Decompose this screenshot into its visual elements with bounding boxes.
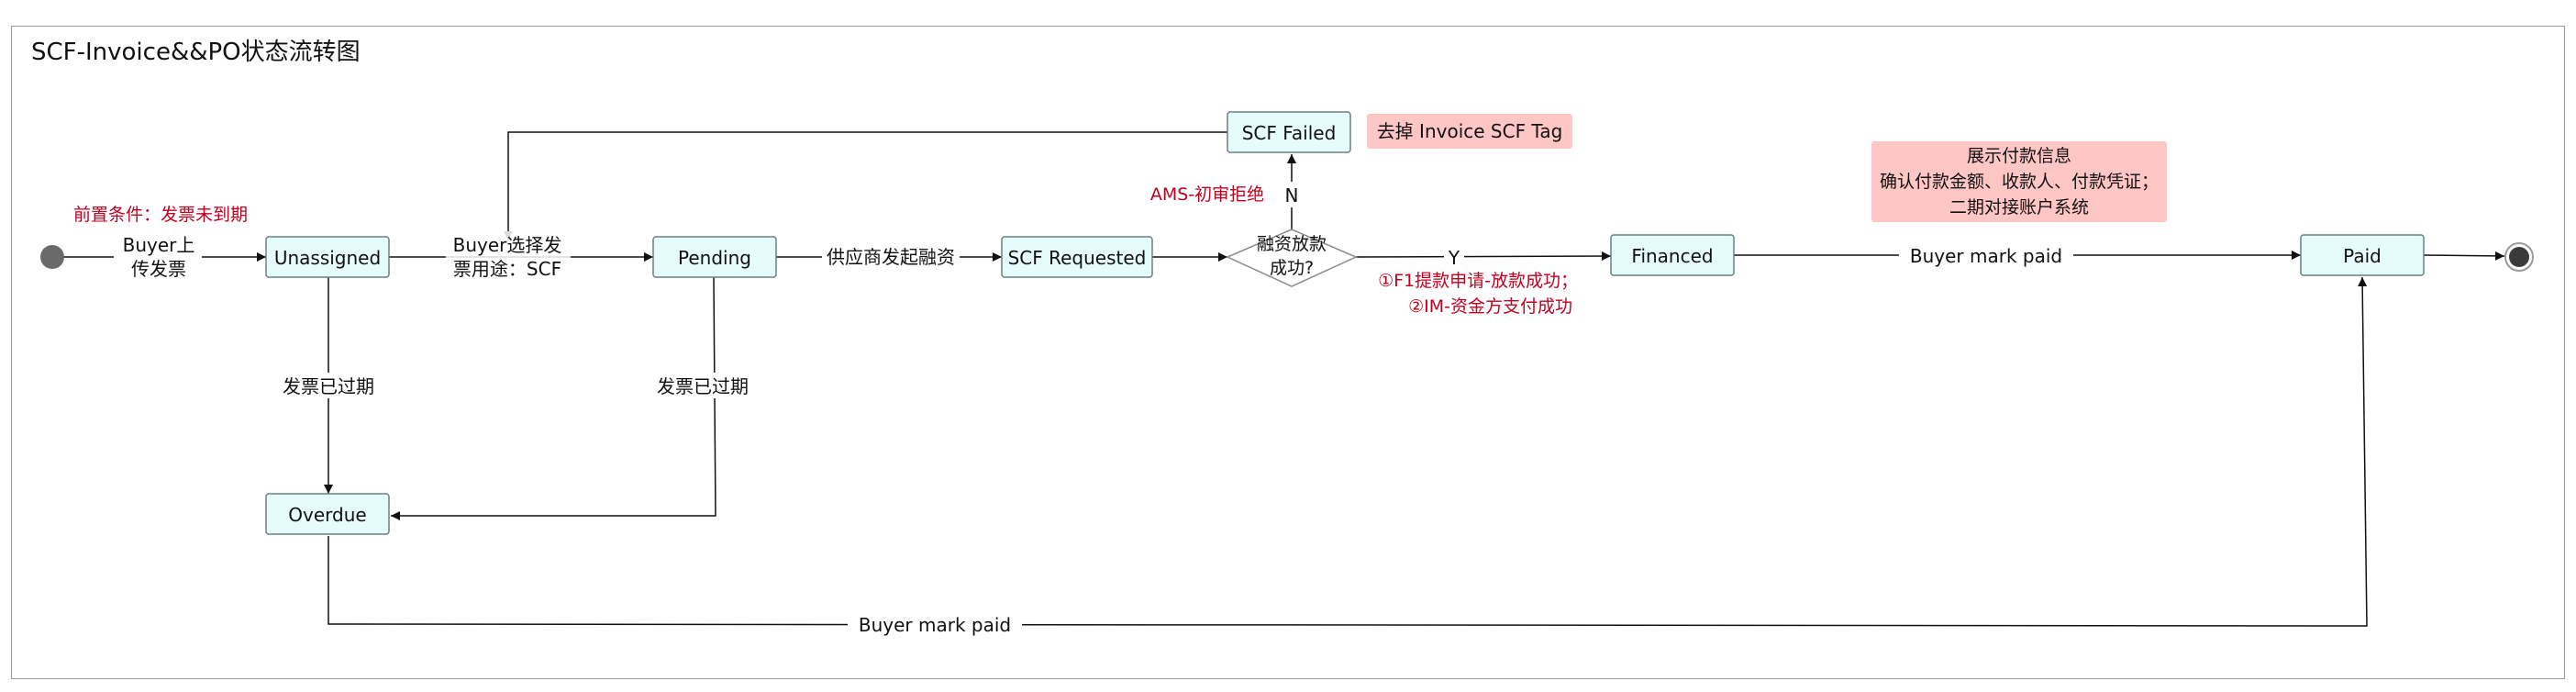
- note-remove-scf-tag: 去掉 Invoice SCF Tag: [1367, 114, 1572, 149]
- annotation-precondition: 前置条件：发票未到期: [73, 205, 248, 225]
- edge-label-yes: Y: [1448, 247, 1460, 269]
- state-paid[interactable]: Paid: [2300, 234, 2425, 276]
- state-scf-failed-label: SCF Failed: [1242, 122, 1337, 144]
- decision-label-line1: 融资放款: [1257, 234, 1327, 254]
- state-financed-label: Financed: [1631, 245, 1713, 267]
- annotations: 前置条件：发票未到期 AMS-初审拒绝 ①F1提款申请-放款成功； ②IM-资金…: [73, 184, 1578, 317]
- annotation-success-line2: ②IM-资金方支付成功: [1408, 296, 1572, 317]
- edge-label-buyer-select-line1: Buyer选择发: [453, 234, 562, 256]
- edge-label-start-line1: Buyer上: [123, 234, 195, 256]
- diagram-title: SCF-Invoice&&PO状态流转图: [31, 39, 361, 66]
- note-payment-info: 展示付款信息 确认付款金额、收款人、付款凭证； 二期对接账户系统: [1871, 141, 2167, 222]
- state-financed[interactable]: Financed: [1610, 234, 1735, 276]
- state-overdue-label: Overdue: [288, 504, 366, 526]
- edge-overdue-to-paid: [328, 276, 2368, 627]
- edge-labels: Buyer上 传发票 Buyer选择发 票用途：SCF 供应商发起融资 Y N …: [114, 182, 2073, 637]
- annotation-ams-reject: AMS-初审拒绝: [1150, 184, 1264, 205]
- state-unassigned-label: Unassigned: [274, 247, 381, 269]
- state-scf-failed[interactable]: SCF Failed: [1227, 111, 1351, 153]
- edge-label-buyer-mark-paid-2: Buyer mark paid: [859, 614, 1011, 636]
- edge-label-supplier-finance: 供应商发起融资: [827, 246, 955, 268]
- state-scf-requested-label: SCF Requested: [1008, 247, 1147, 269]
- edge-paid-to-end: [2423, 251, 2505, 261]
- edge-decision-yes-to-financed: [1355, 251, 1612, 262]
- edge-label-no: N: [1285, 184, 1299, 206]
- diagram-frame: [11, 26, 2565, 679]
- state-pending-label: Pending: [678, 247, 751, 269]
- end-node: [2504, 242, 2534, 272]
- edge-pending-to-overdue: [391, 276, 716, 520]
- note-payment-info-line1: 展示付款信息: [1967, 146, 2071, 166]
- edge-label-start-line2: 传发票: [131, 258, 186, 280]
- decision-funding-success[interactable]: 融资放款 成功?: [1226, 229, 1358, 287]
- state-overdue[interactable]: Overdue: [265, 493, 390, 535]
- state-paid-label: Paid: [2343, 245, 2382, 267]
- state-unassigned[interactable]: Unassigned: [265, 236, 390, 278]
- start-node: [40, 245, 64, 269]
- state-pending[interactable]: Pending: [652, 236, 777, 278]
- edge-label-buyer-select-line2: 票用途：SCF: [453, 258, 561, 280]
- edge-label-expired-2: 发票已过期: [657, 375, 749, 397]
- annotation-success-line1: ①F1提款申请-放款成功；: [1378, 271, 1578, 291]
- edge-label-expired-1: 发票已过期: [283, 375, 374, 397]
- note-payment-info-line2: 确认付款金额、收款人、付款凭证；: [1880, 172, 2159, 192]
- note-remove-scf-tag-text: 去掉 Invoice SCF Tag: [1377, 120, 1563, 142]
- edge-label-buyer-mark-paid-1: Buyer mark paid: [1910, 245, 2062, 267]
- state-scf-requested[interactable]: SCF Requested: [1001, 236, 1153, 278]
- decision-label-line2: 成功?: [1270, 258, 1314, 278]
- edge-scf-failed-to-unassigned: [504, 131, 1227, 240]
- note-payment-info-line3: 二期对接账户系统: [1949, 197, 2089, 218]
